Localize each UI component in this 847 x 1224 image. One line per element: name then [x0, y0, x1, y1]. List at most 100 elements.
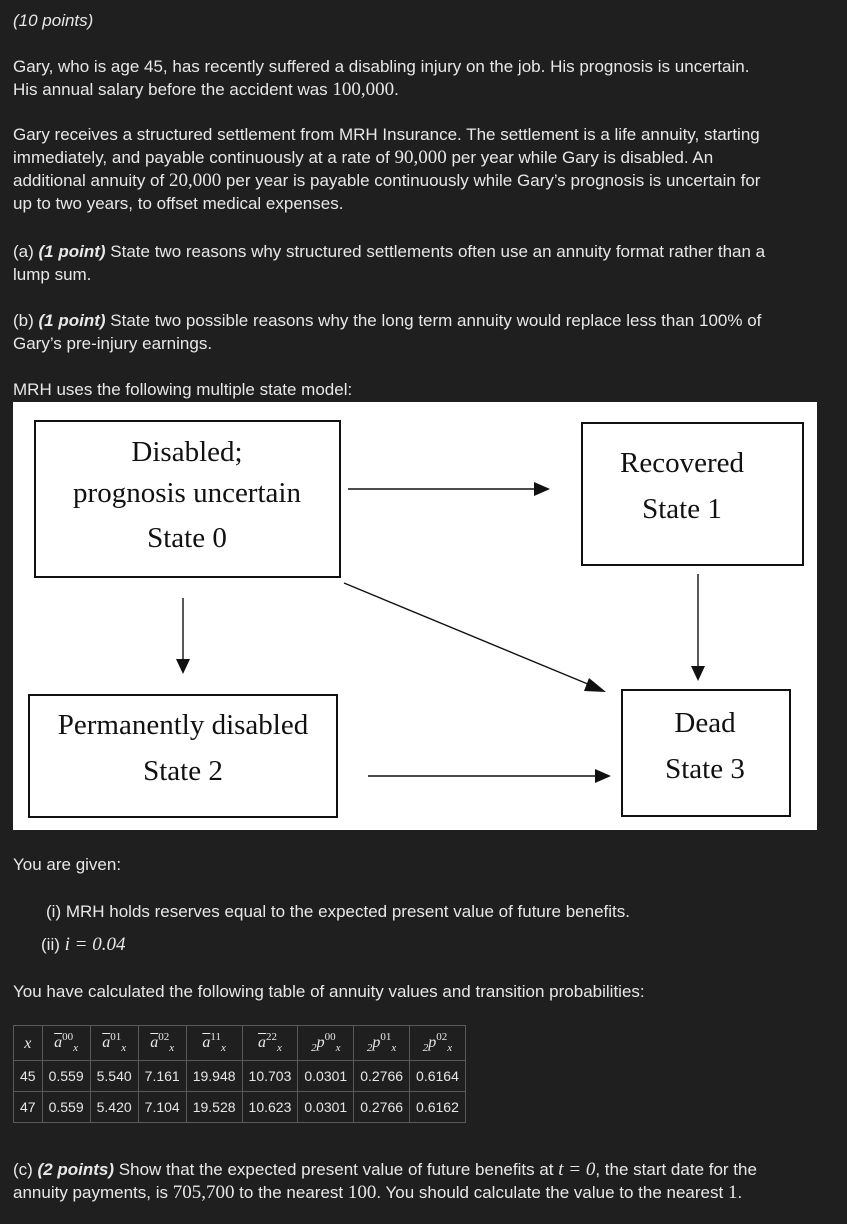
state2-box — [28, 694, 338, 818]
table-cell: 0.6162 — [409, 1091, 466, 1123]
settlement-line2: immediately, and payable continuously at… — [13, 148, 395, 167]
part-c-line1-end: , the start date for the — [595, 1160, 757, 1179]
table-intro: You have calculated the following table … — [13, 982, 645, 1001]
header-p00-pre: 2 — [311, 1042, 317, 1054]
nearest-100: 100 — [347, 1182, 377, 1203]
model-intro: MRH uses the following multiple state mo… — [13, 380, 353, 399]
table-row: 47 0.559 5.420 7.104 19.528 10.623 0.030… — [13, 1091, 466, 1123]
state0-line3: State 0 — [147, 522, 227, 554]
header-a22-symbol: a — [258, 1034, 267, 1051]
header-a22: a22x — [241, 1025, 299, 1061]
header-p01-sup: 01 — [380, 1031, 392, 1043]
table-cell: 0.2766 — [353, 1060, 411, 1092]
table-cell: 0.559 — [41, 1060, 91, 1092]
intro-line1: Gary, who is age 45, has recently suffer… — [13, 57, 750, 76]
intro-paragraph: Gary, who is age 45, has recently suffer… — [13, 55, 823, 101]
part-a-points: (1 point) — [38, 242, 106, 261]
header-p01: 2p01x — [353, 1025, 411, 1061]
header-a11-symbol: a — [202, 1034, 211, 1051]
table-cell: 10.703 — [241, 1060, 299, 1092]
nearest-1: 1 — [727, 1182, 738, 1203]
arrow-0-to-1 — [348, 482, 550, 496]
table-cell: 0.559 — [41, 1091, 91, 1123]
part-b-label: (b) — [13, 311, 39, 330]
header-a02-sup: 02 — [158, 1031, 170, 1043]
header-p01-sub: x — [391, 1042, 397, 1054]
header-a01-sup: 01 — [110, 1031, 122, 1043]
table-cell: 10.623 — [241, 1091, 299, 1123]
state3-box — [621, 689, 791, 817]
header-p02-pre: 2 — [422, 1042, 429, 1054]
part-c-line1: Show that the expected present value of … — [114, 1160, 559, 1179]
state1-box — [581, 422, 804, 566]
given-ii: (ii) i = 0.04 — [41, 933, 821, 956]
part-c-line2: annuity payments, is — [13, 1183, 173, 1202]
state3-line1: Dead — [674, 707, 736, 739]
settlement-line1: Gary receives a structured settlement fr… — [13, 125, 760, 144]
header-a02-symbol: a — [150, 1034, 159, 1051]
part-b-line1: State two possible reasons why the long … — [105, 311, 762, 330]
table-cell: 0.0301 — [297, 1091, 355, 1123]
header-a02-sub: x — [169, 1042, 175, 1054]
arrow-2-to-3 — [368, 769, 611, 783]
part-c-line2-mid: to the nearest — [234, 1183, 348, 1202]
part-b-line2: Gary’s pre-injury earnings. — [13, 334, 213, 353]
header-p00-symbol: p — [316, 1034, 325, 1051]
header-a11-sub: x — [220, 1042, 226, 1054]
points-label: (10 points) — [13, 11, 94, 30]
header-p02-sub: x — [447, 1042, 453, 1054]
header-p01-symbol: p — [372, 1034, 381, 1051]
header-p00-sub: x — [335, 1042, 341, 1054]
arrow-0-to-3 — [343, 582, 606, 692]
part-b-points: (1 point) — [38, 311, 106, 330]
arrow-1-to-3 — [691, 574, 705, 681]
state2-line2: State 2 — [143, 755, 223, 787]
table-cell: 0.0301 — [297, 1060, 355, 1092]
table-cell: 7.161 — [137, 1060, 187, 1092]
header-p01-pre: 2 — [366, 1042, 373, 1054]
header-a11: a11x — [185, 1025, 243, 1061]
state1-line2: State 1 — [642, 493, 722, 525]
header-p02: 2p02x — [409, 1025, 466, 1061]
salary-value: 100,000 — [332, 79, 395, 100]
table-row: 45 0.559 5.540 7.161 19.948 10.703 0.030… — [13, 1060, 466, 1092]
header-a01: a01x — [89, 1025, 139, 1061]
header-a02: a02x — [137, 1025, 187, 1061]
annuity-table: x a00x a01x a02x a11x a22x 2p00x 2p01x 2… — [13, 1025, 466, 1123]
settlement-line3-end: per year is payable continuously while G… — [221, 171, 761, 190]
part-c-label: (c) — [13, 1160, 38, 1179]
header-a01-sub: x — [121, 1042, 127, 1054]
state0-box — [34, 420, 341, 578]
table-header-row: x a00x a01x a02x a11x a22x 2p00x 2p01x 2… — [13, 1025, 466, 1061]
table-cell: 5.420 — [89, 1091, 139, 1123]
table-cell: 7.104 — [137, 1091, 187, 1123]
part-c-line2-mid2: . You should calculate the value to the … — [376, 1183, 728, 1202]
part-a-label: (a) — [13, 242, 39, 261]
part-b: (b) (1 point) State two possible reasons… — [13, 309, 823, 355]
header-a01-symbol: a — [102, 1034, 111, 1051]
given-i: (i) MRH holds reserves equal to the expe… — [46, 902, 630, 921]
state1-line1: Recovered — [620, 447, 744, 479]
part-c-points: (2 points) — [37, 1160, 115, 1179]
table-cell: 45 — [13, 1060, 43, 1092]
part-c: (c) (2 points) Show that the expected pr… — [13, 1158, 823, 1204]
header-p02-sup: 02 — [436, 1031, 448, 1043]
settlement-line2-end: per year while Gary is disabled. An — [446, 148, 714, 167]
settlement-line3: additional annuity of — [13, 171, 169, 190]
header-a22-sup: 22 — [266, 1031, 278, 1043]
table-cell: 0.6164 — [409, 1060, 466, 1092]
header-x-symbol: x — [24, 1034, 32, 1052]
settlement-line4: up to two years, to offset medical expen… — [13, 194, 344, 213]
state3-line2: State 3 — [665, 753, 745, 785]
table-cell: 19.528 — [185, 1091, 243, 1123]
state0-line2: prognosis uncertain — [73, 477, 301, 509]
header-a00-sub: x — [73, 1042, 79, 1054]
table-cell: 5.540 — [89, 1060, 139, 1092]
table-cell: 19.948 — [185, 1060, 243, 1092]
header-x: x — [13, 1025, 43, 1061]
given-intro: You are given: — [13, 855, 122, 874]
part-a-line2: lump sum. — [13, 265, 92, 284]
header-a22-sub: x — [277, 1042, 282, 1054]
given-ii-label: (ii) — [41, 935, 65, 954]
header-a00: a00x — [41, 1025, 91, 1061]
